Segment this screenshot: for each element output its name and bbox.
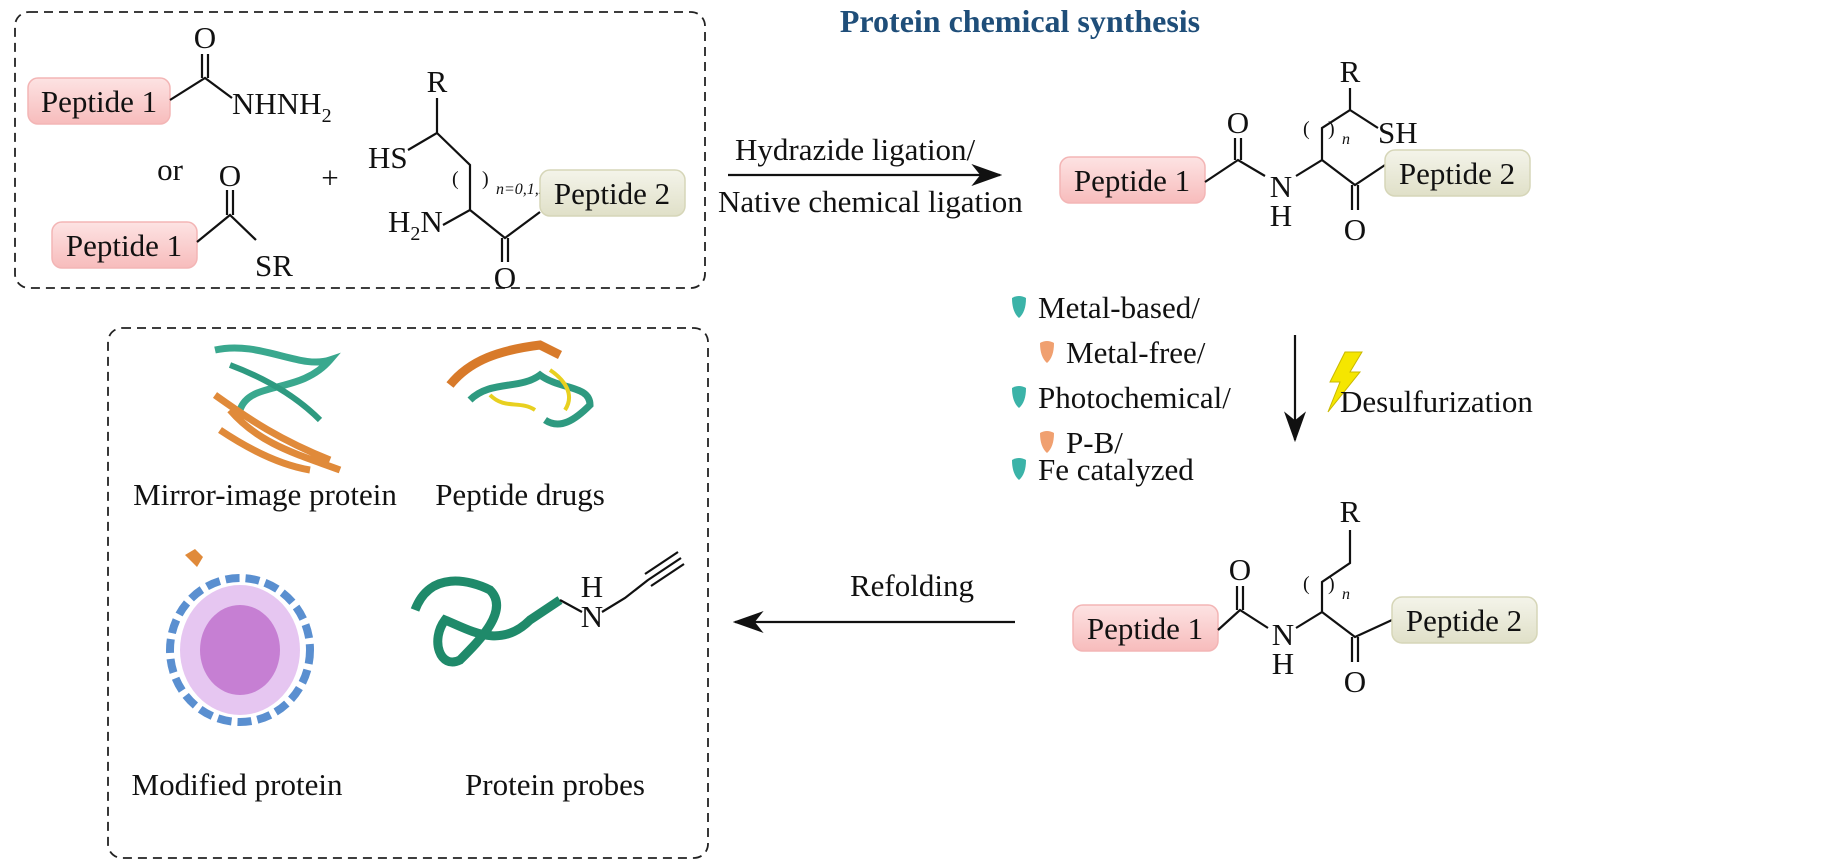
reactants-box: Peptide 1 O NHNH2 or Peptide 1 O SR + R … xyxy=(14,11,706,295)
desulfurization-methods: Metal-based/ Metal-free/ Photochemical/ … xyxy=(1012,290,1231,487)
method-label: Fe catalyzed xyxy=(1038,452,1194,487)
desulfurization-label: Desulfurization xyxy=(1340,384,1533,419)
thiol-label: HS xyxy=(368,140,408,175)
drop-orange-icon xyxy=(1040,341,1054,363)
drop-orange-icon xyxy=(1040,431,1054,453)
ligation-label-line2: Native chemical ligation xyxy=(718,184,1023,219)
ligated-product: Peptide 1 O N H R SH ( ) n O Peptide 2 xyxy=(1059,54,1531,247)
modified-protein-structure xyxy=(166,549,314,726)
repeat-close: ) xyxy=(1328,573,1335,595)
repeat-subscript: n xyxy=(1342,586,1350,603)
hydrazide-label: NHNH2 xyxy=(232,86,332,127)
peptide1-pill xyxy=(27,77,171,125)
mirror-image-protein-structure xyxy=(212,344,342,474)
drop-teal-icon xyxy=(1012,296,1026,318)
applications-box: Mirror-image protein Peptide drugs Modif… xyxy=(107,327,709,859)
repeat-subscript: n xyxy=(1342,131,1350,148)
method-label: Metal-free/ xyxy=(1066,335,1206,370)
oxygen-label: O xyxy=(1229,552,1251,587)
r-group-label: R xyxy=(1340,54,1361,89)
thioester-label: SR xyxy=(255,248,293,283)
peptide1-thioester-pill xyxy=(51,221,198,269)
nitrogen-label: N xyxy=(1270,169,1292,204)
application-label: Peptide drugs xyxy=(435,477,605,512)
final-product: Peptide 1 O N H R ( ) n O Peptide 2 xyxy=(1072,494,1538,699)
hydrogen-label: H xyxy=(1270,198,1292,233)
peptide1-pill xyxy=(1059,156,1206,204)
peptide-drugs-structure xyxy=(446,340,594,428)
oxygen-label: O xyxy=(219,158,241,193)
application-label: Mirror-image protein xyxy=(133,477,397,512)
repeat-open: ( xyxy=(1303,118,1310,140)
peptide2-pill xyxy=(539,169,686,217)
r-group-label: R xyxy=(427,64,448,99)
hydrogen-label: H xyxy=(1272,646,1294,681)
peptide1-pill xyxy=(1072,604,1219,652)
drop-teal-icon xyxy=(1012,458,1026,480)
peptide2-label: Peptide 2 xyxy=(1399,156,1515,191)
peptide1-label: Peptide 1 xyxy=(41,84,157,119)
probe-nitrogen-label: N xyxy=(581,599,603,634)
oxygen-label: O xyxy=(1344,212,1366,247)
plus-sign: + xyxy=(321,160,338,195)
ligation-label-line1: Hydrazide ligation/ xyxy=(735,132,976,167)
peptide2-label: Peptide 2 xyxy=(554,176,670,211)
reactants-dashed-border xyxy=(14,11,706,289)
method-label: P-B/ xyxy=(1066,425,1123,460)
repeat-open: ( xyxy=(1303,573,1310,595)
application-label: Modified protein xyxy=(132,767,343,802)
nitrogen-label: N xyxy=(1272,617,1294,652)
oxygen-label: O xyxy=(194,20,216,55)
r-group-label: R xyxy=(1340,494,1361,529)
repeat-open: ( xyxy=(452,168,459,190)
applications-dashed-border xyxy=(107,327,709,859)
or-label: or xyxy=(157,152,184,187)
method-label: Photochemical/ xyxy=(1038,380,1231,415)
method-label: Metal-based/ xyxy=(1038,290,1200,325)
peptide1-thioester-label: Peptide 1 xyxy=(66,228,182,263)
peptide2-label: Peptide 2 xyxy=(1406,603,1522,638)
refolding-label: Refolding xyxy=(850,568,974,603)
repeat-subscript: n=0,1,2 xyxy=(496,181,547,198)
oxygen-label: O xyxy=(494,260,516,295)
peptide2-pill xyxy=(1384,149,1531,197)
oxygen-label: O xyxy=(1344,664,1366,699)
probe-hydrogen-label: H xyxy=(581,569,603,604)
protein-probe-structure: N H xyxy=(410,551,685,667)
drop-teal-icon xyxy=(1012,386,1026,408)
peptide1-label: Peptide 1 xyxy=(1074,163,1190,198)
lightning-icon xyxy=(1327,351,1363,413)
diagram-title: Protein chemical synthesis xyxy=(840,3,1200,39)
amine-label: H2N xyxy=(388,204,443,245)
oxygen-label: O xyxy=(1227,105,1249,140)
repeat-close: ) xyxy=(1328,118,1335,140)
peptide2-pill xyxy=(1391,596,1538,644)
repeat-close: ) xyxy=(482,168,489,190)
thiol-label: SH xyxy=(1378,115,1418,150)
application-label: Protein probes xyxy=(465,767,645,802)
peptide1-label: Peptide 1 xyxy=(1087,611,1203,646)
